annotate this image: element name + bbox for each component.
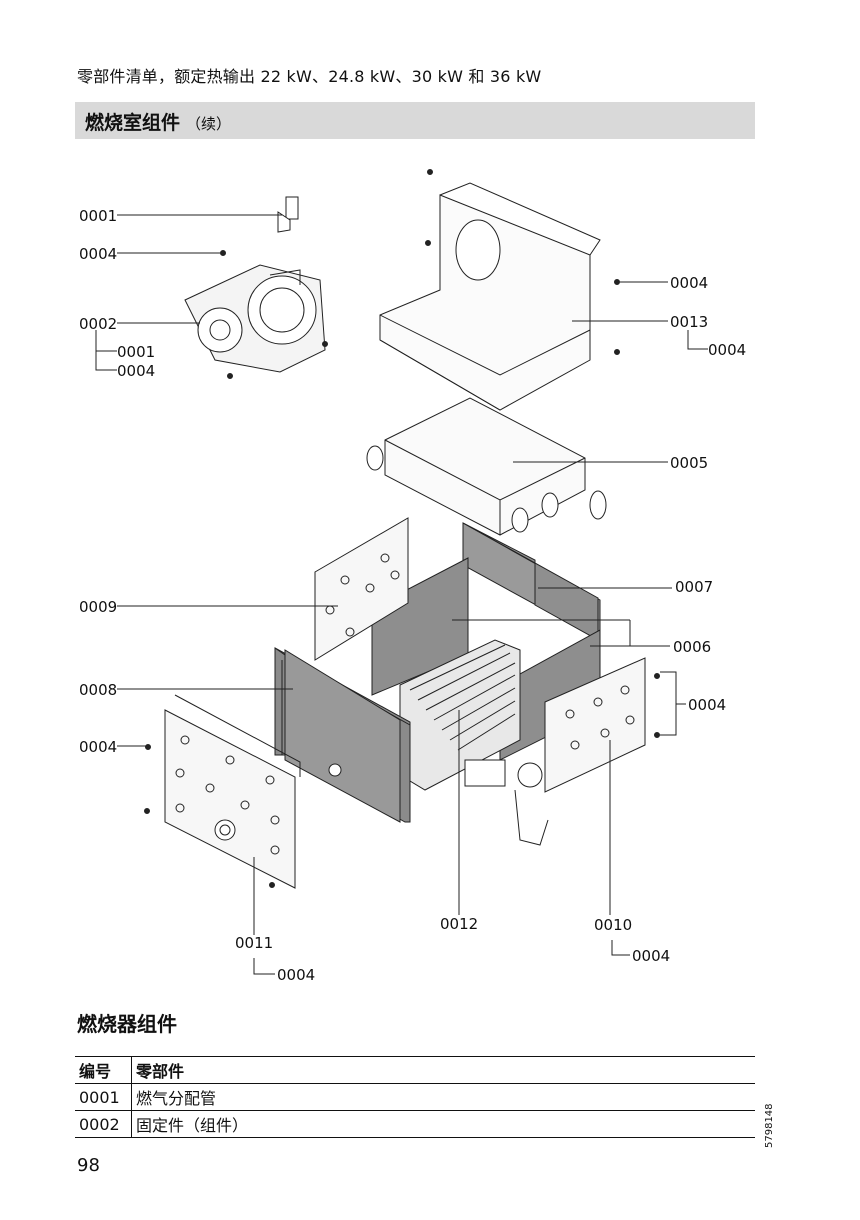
callout-0001: 0001 xyxy=(79,207,117,225)
side-plate-right xyxy=(544,657,646,793)
part-name: 固定件（组件） xyxy=(131,1110,755,1138)
side-plate-left xyxy=(314,517,409,661)
callout-0004-a: 0004 xyxy=(79,245,117,263)
column-header-part: 零部件 xyxy=(131,1056,755,1084)
callout-0012: 0012 xyxy=(440,915,478,933)
page-number: 98 xyxy=(77,1155,100,1176)
table-header-row: 编号 零部件 xyxy=(75,1056,755,1084)
callout-0010-sub: 0004 xyxy=(632,947,670,965)
part-name: 燃气分配管 xyxy=(131,1083,755,1111)
burner-assembly xyxy=(399,639,549,846)
burner-section-title: 燃烧器组件 xyxy=(77,1012,177,1036)
fan-assembly xyxy=(184,264,328,379)
callout-0004-right-mid: 0004 xyxy=(688,696,726,714)
part-number: 0002 xyxy=(75,1110,132,1138)
section-title: 燃烧室组件 （续） xyxy=(85,108,231,135)
page-subtitle: 零部件清单，额定热输出 22 kW、24.8 kW、30 kW 和 36 kW xyxy=(77,67,542,86)
gas-pipe-part xyxy=(277,196,299,233)
callout-0004-left: 0004 xyxy=(79,738,117,756)
callout-0009: 0009 xyxy=(79,598,117,616)
callout-0011: 0011 xyxy=(235,934,273,952)
callout-0013-sub: 0004 xyxy=(708,341,746,359)
section-header-bar: 燃烧室组件 （续） xyxy=(75,102,755,139)
callout-labels: 0001 0004 0002 0001 0004 0004 0013 0004 … xyxy=(79,207,746,984)
exploded-parts-diagram: 0001 0004 0002 0001 0004 0004 0013 0004 … xyxy=(79,169,746,984)
callout-0010: 0010 xyxy=(594,916,632,934)
callout-0005: 0005 xyxy=(670,454,708,472)
callout-0013: 0013 xyxy=(670,313,708,331)
part-number: 0001 xyxy=(75,1083,132,1111)
front-cover-plate xyxy=(164,694,301,889)
callout-0004-right-top: 0004 xyxy=(670,274,708,292)
callout-0002-sub2: 0004 xyxy=(117,362,155,380)
callout-0008: 0008 xyxy=(79,681,117,699)
table-row: 0002 固定件（组件） xyxy=(75,1110,755,1138)
section-title-text: 燃烧室组件 xyxy=(85,112,181,134)
parts-table: 编号 零部件 0001 燃气分配管 0002 固定件（组件） xyxy=(75,1056,755,1138)
heat-exchanger xyxy=(366,397,607,536)
document-number: 5798148 xyxy=(764,1103,775,1148)
column-header-number: 编号 xyxy=(75,1056,132,1084)
callout-0002-sub1: 0001 xyxy=(117,343,155,361)
callout-0006: 0006 xyxy=(673,638,711,656)
callout-0002: 0002 xyxy=(79,315,117,333)
callout-0011-sub: 0004 xyxy=(277,966,315,984)
leader-lines xyxy=(95,214,708,975)
section-title-suffix: （续） xyxy=(186,115,232,133)
callout-0007: 0007 xyxy=(675,578,713,596)
table-row: 0001 燃气分配管 xyxy=(75,1083,755,1111)
combustion-chamber-housing xyxy=(379,182,601,411)
